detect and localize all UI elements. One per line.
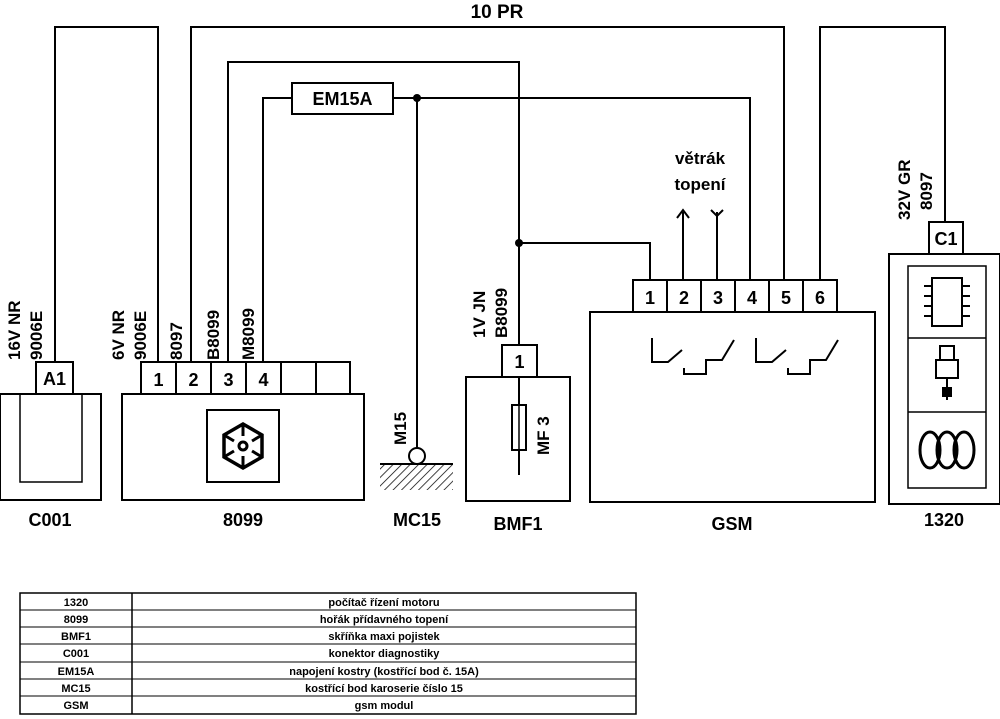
component-bmf1: 1 MF 3 1V JN B8099 BMF1 bbox=[465, 288, 571, 534]
wire-gsm-pin6-1320 bbox=[819, 26, 946, 280]
8099-pin-box-1 bbox=[140, 361, 177, 395]
mc15-label: M15 bbox=[391, 412, 410, 445]
legend-code-5: EM15A bbox=[58, 666, 95, 678]
gsm-pin-label-1: 1 bbox=[645, 288, 655, 308]
component-c001: A1 16V NR 9006E C001 bbox=[0, 300, 102, 530]
legend-table: 1320 počítač řízení motoru 8099 hořák př… bbox=[19, 592, 637, 715]
8099-pin-box-2 bbox=[175, 361, 212, 395]
bmf1-wire-label-bottom: B8099 bbox=[492, 288, 511, 338]
diagram-title: 10 PR bbox=[471, 2, 524, 23]
em15a-name: EM15A bbox=[312, 89, 372, 109]
wire-c001-8099-pin1 bbox=[54, 26, 159, 362]
wire-em15a-gsm-pin4 bbox=[393, 97, 751, 280]
junction-dot bbox=[413, 94, 421, 102]
bmf1-wire-label-top: 1V JN bbox=[470, 291, 489, 338]
legend-code-4: C001 bbox=[63, 648, 89, 660]
legend-desc-4: konektor diagnostiky bbox=[329, 648, 441, 660]
c001-wire-label-top: 16V NR bbox=[5, 300, 24, 360]
ground-icon bbox=[408, 447, 426, 465]
arrow-out-icon bbox=[676, 208, 690, 219]
legend-desc-6: kostřící bod karoserie číslo 15 bbox=[305, 683, 463, 695]
gsm-fan-label-line1: větrák bbox=[675, 149, 726, 168]
legend-code-3: BMF1 bbox=[61, 631, 91, 643]
c001-wire-label-bottom: 9006E bbox=[27, 311, 46, 360]
junction-dot bbox=[515, 239, 523, 247]
wire-bmf1-gsm-pin1 bbox=[519, 242, 651, 280]
wire-8099-pin2-gsm-pin5 bbox=[190, 26, 785, 362]
gsm-pin-label-3: 3 bbox=[713, 288, 723, 308]
legend-code-2: 8099 bbox=[64, 614, 88, 626]
snowflake-icon bbox=[222, 421, 264, 471]
8099-pin-label-4: 4 bbox=[258, 370, 268, 390]
wire-8099-pin3-bmf1 bbox=[227, 61, 520, 362]
c001-name: C001 bbox=[28, 510, 71, 530]
gsm-pin-box-5 bbox=[768, 279, 804, 313]
1320-wire-label-bottom: 8097 bbox=[917, 172, 936, 210]
coil-icon bbox=[918, 430, 976, 470]
arrow-in-icon bbox=[710, 209, 724, 218]
8099-wire-label-3: B8099 bbox=[204, 310, 223, 360]
gsm-fan-label-line2: topení bbox=[675, 175, 727, 194]
bmf1-pin-label: 1 bbox=[514, 352, 524, 372]
bmf1-fuse-label: MF 3 bbox=[534, 416, 553, 455]
component-gsm: 1 2 3 4 5 6 větrák topení GSM bbox=[589, 149, 876, 534]
gsm-name: GSM bbox=[711, 514, 752, 534]
1320-pin-label: C1 bbox=[934, 229, 957, 249]
legend-desc-3: skříňka maxi pojistek bbox=[328, 631, 440, 643]
8099-wire-label-2: 8097 bbox=[167, 322, 186, 360]
legend-code-7: GSM bbox=[63, 700, 88, 712]
gsm-pin-box-3 bbox=[700, 279, 736, 313]
c001-pin-box bbox=[35, 361, 74, 395]
wire-8099-pin4-em15a bbox=[262, 97, 292, 362]
gsm-pin-box-2 bbox=[666, 279, 702, 313]
1320-name: 1320 bbox=[924, 510, 964, 530]
component-8099: 1 2 3 4 6V NR 9006E 8097 B8099 M8099 809… bbox=[109, 308, 365, 530]
component-mc15: M15 MC15 bbox=[380, 412, 453, 530]
c001-pin-label: A1 bbox=[43, 369, 66, 389]
legend-desc-1: počítač řízení motoru bbox=[328, 597, 439, 609]
8099-name: 8099 bbox=[223, 510, 263, 530]
gsm-pin-label-6: 6 bbox=[815, 288, 825, 308]
1320-pin-box bbox=[928, 221, 964, 255]
gsm-pin-box-6 bbox=[802, 279, 838, 313]
gsm-pin-label-2: 2 bbox=[679, 288, 689, 308]
mc15-name: MC15 bbox=[393, 510, 441, 530]
gsm-pin-label-4: 4 bbox=[747, 288, 757, 308]
8099-wire-label-1-bottom: 9006E bbox=[131, 311, 150, 360]
ground-hatch bbox=[380, 465, 453, 490]
gsm-pin-box-1 bbox=[632, 279, 668, 313]
8099-wire-label-1-top: 6V NR bbox=[109, 310, 128, 360]
component-1320: C1 32V GR 8097 1320 bbox=[888, 160, 1000, 530]
legend-code-6: MC15 bbox=[61, 683, 90, 695]
8099-pin-box-4 bbox=[245, 361, 282, 395]
component-em15a: EM15A bbox=[291, 82, 394, 115]
8099-pin-box-6 bbox=[315, 361, 351, 395]
wires bbox=[54, 26, 946, 448]
8099-pin-box-3 bbox=[210, 361, 247, 395]
1320-wire-label-top: 32V GR bbox=[895, 160, 914, 220]
gsm-pin-label-5: 5 bbox=[781, 288, 791, 308]
8099-pin-label-2: 2 bbox=[188, 370, 198, 390]
8099-pin-label-1: 1 bbox=[153, 370, 163, 390]
bmf1-pin-box bbox=[501, 344, 538, 378]
legend-code-1: 1320 bbox=[64, 597, 88, 609]
8099-wire-label-4: M8099 bbox=[239, 308, 258, 360]
sensor-icon bbox=[935, 345, 959, 400]
chip-icon bbox=[924, 277, 970, 327]
relay-contact-icon bbox=[755, 338, 839, 375]
legend-desc-2: hořák přídavného topení bbox=[320, 614, 449, 626]
legend-desc-5: napojení kostry (kostřící bod č. 15A) bbox=[289, 666, 479, 678]
bmf1-name: BMF1 bbox=[494, 514, 543, 534]
8099-pin-label-3: 3 bbox=[223, 370, 233, 390]
relay-contact-icon bbox=[651, 338, 735, 375]
8099-pin-box-5 bbox=[280, 361, 317, 395]
legend-desc-7: gsm modul bbox=[355, 700, 414, 712]
heater-symbol-frame bbox=[206, 409, 280, 483]
